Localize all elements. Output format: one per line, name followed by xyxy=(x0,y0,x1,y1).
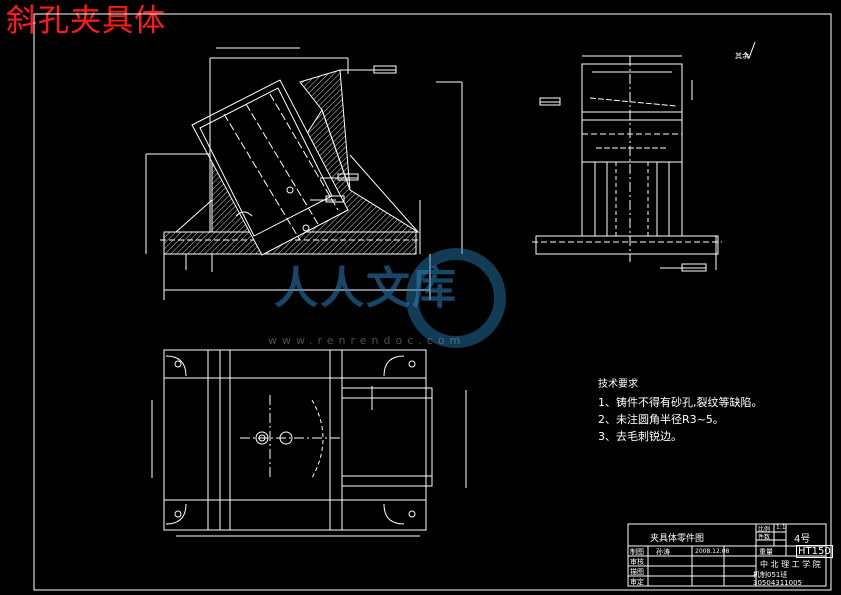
top-view-outline xyxy=(163,349,427,531)
requirement-item-3: 3、去毛刺锐边。 xyxy=(598,430,682,443)
watermark-logo-icon xyxy=(406,248,506,348)
tb-approve-label: 审定 xyxy=(630,578,644,586)
tb-sheet-no: 4号 xyxy=(794,534,811,545)
technical-requirements: 技术要求 1、铸件不得有砂孔,裂纹等缺陷。 2、未注圆角半径R3~5。 3、去毛… xyxy=(598,375,763,445)
title-block xyxy=(627,523,827,587)
tb-school: 中 北 理 工 学 院 xyxy=(760,560,821,569)
drawing-border xyxy=(33,13,832,591)
tb-drawing-label: 描图 xyxy=(630,568,644,576)
tb-class: 机制051班 xyxy=(753,571,788,579)
watermark-url: www.renrendoc.com xyxy=(268,334,466,347)
requirement-item-1: 1、铸件不得有砂孔,裂纹等缺陷。 xyxy=(598,396,763,409)
tb-part-name: 夹具体零件图 xyxy=(650,534,705,544)
side-view xyxy=(532,55,722,272)
front-view xyxy=(145,47,463,300)
roughness-symbol-icon xyxy=(744,41,756,60)
tb-scale-label: 比例 xyxy=(758,526,771,533)
inclined-boss xyxy=(191,79,349,256)
top-view xyxy=(151,349,467,537)
tb-weight-label: 重量 xyxy=(759,548,773,556)
side-base xyxy=(535,235,719,255)
roughness-label: 其余 xyxy=(735,51,749,60)
tb-material: HT150 xyxy=(796,545,833,558)
tb-check-label: 审核 xyxy=(630,558,644,566)
tb-designer-name: 孙涛 xyxy=(656,548,670,556)
tb-student-no: 30504311005 xyxy=(753,579,802,587)
tb-qty-label: 件数 xyxy=(758,534,771,541)
tb-scale-value: 1:1 xyxy=(776,524,786,531)
drawing-title: 斜孔夹具体 xyxy=(6,3,166,39)
requirements-heading: 技术要求 xyxy=(598,379,638,390)
tb-date: 2008.12.08 xyxy=(695,548,730,555)
watermark-brand: 人人文库 xyxy=(274,263,458,314)
tb-designer-label: 制图 xyxy=(630,548,644,556)
requirement-item-2: 2、未注圆角半径R3~5。 xyxy=(598,413,724,426)
